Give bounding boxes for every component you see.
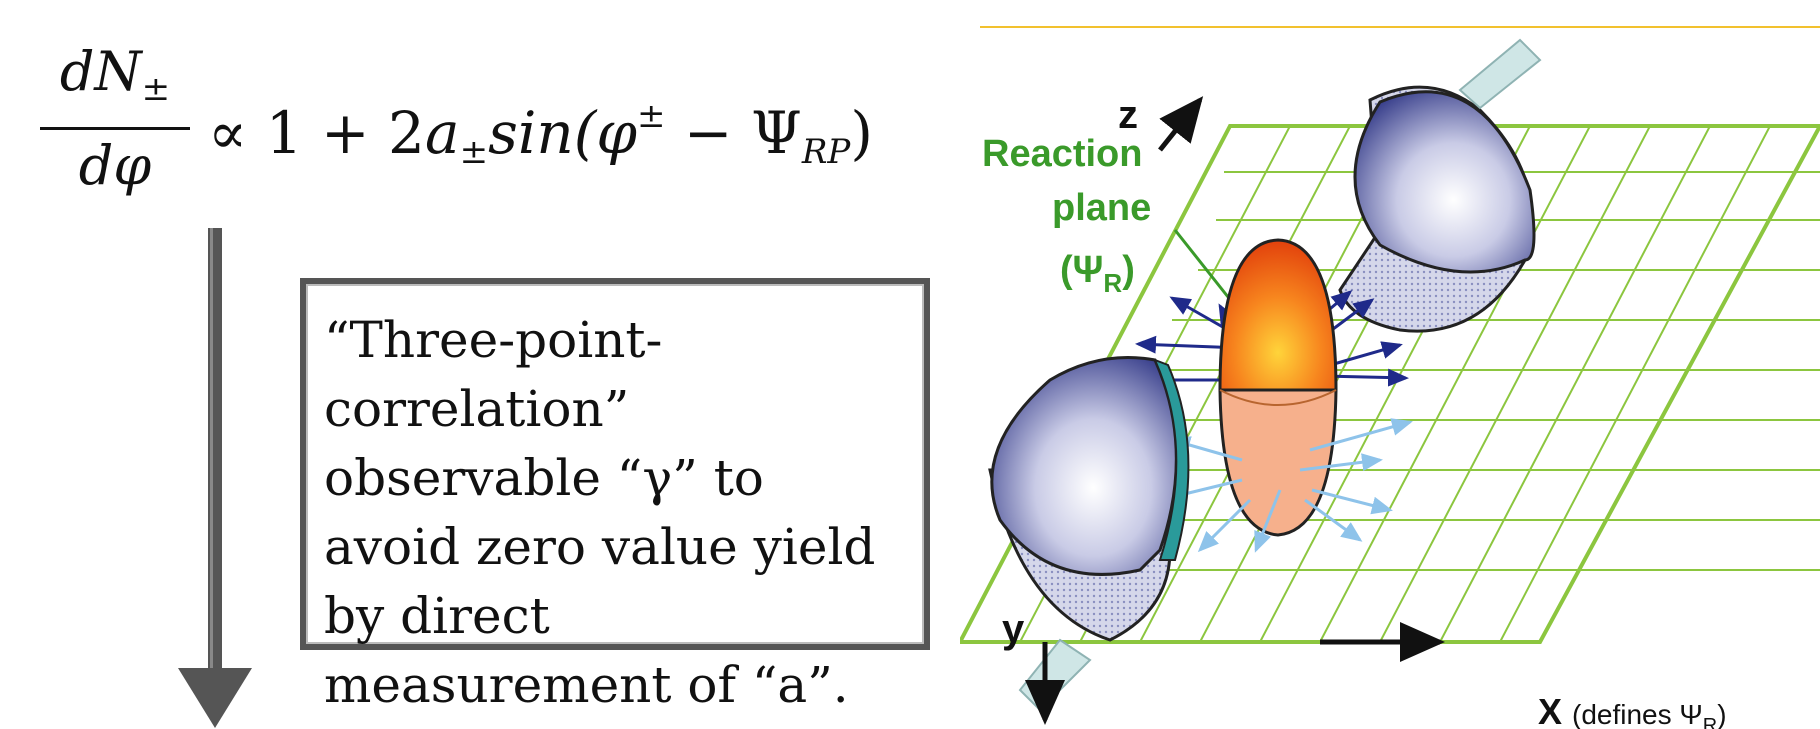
reaction-plane-diagram: z Reaction plane (ΨR) (960, 38, 1820, 729)
z-label: z (1118, 93, 1138, 137)
down-arrow-icon (178, 228, 252, 728)
x-note: (defines ΨR) (1572, 699, 1727, 729)
formula: dN± dφ ∝ 1 + 2a±sin(φ± − ΨRP) (40, 40, 960, 220)
y-label: y (1002, 607, 1025, 651)
top-rule (980, 26, 1820, 28)
formula-rhs: ∝ 1 + 2a±sin(φ± − ΨRP) (208, 96, 873, 172)
note-box: “Three-point-correlation” observable “γ”… (300, 278, 930, 714)
x-label: X (1538, 691, 1562, 729)
fraction: dN± dφ (40, 40, 190, 198)
fireball (1218, 238, 1338, 537)
reaction-plane-label-1: Reaction (982, 133, 1142, 175)
fraction-bar (40, 127, 190, 130)
reaction-plane-pointer (1173, 229, 1234, 303)
nucleus-lower (988, 356, 1190, 712)
reaction-plane-label-2: plane (1052, 187, 1151, 229)
reaction-plane-label-3: (ΨR) (1060, 249, 1135, 298)
fraction-denominator: dφ (78, 134, 152, 197)
nucleus-upper (1338, 38, 1542, 333)
z-axis (1158, 96, 1204, 152)
note-text: “Three-point-correlation” observable “γ”… (324, 311, 876, 714)
fraction-numerator: dN± (59, 40, 171, 109)
